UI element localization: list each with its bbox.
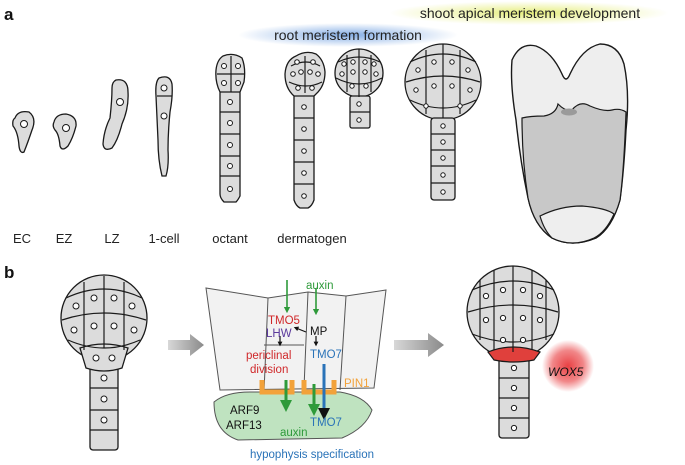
stage-octant-embryo <box>215 53 246 203</box>
label-auxin-top: auxin <box>306 280 334 292</box>
label-tmo7-top: TMO7 <box>310 349 342 361</box>
label-mp: MP <box>310 326 328 338</box>
wox5-glow <box>542 340 594 392</box>
stage-heart-embryo <box>510 43 629 244</box>
stage-ec-embryo <box>12 110 35 154</box>
stage-ez-embryo <box>52 113 77 150</box>
label-pin1: PIN1 <box>344 378 370 390</box>
stage-label-ec: EC <box>13 231 31 246</box>
stage-1cell-embryo <box>155 76 173 177</box>
panel-label-b: b <box>4 263 14 282</box>
left-transition-arrow <box>168 334 204 356</box>
stage-label-1cell: 1-cell <box>148 231 179 246</box>
label-periclinal: periclinal <box>246 350 291 362</box>
label-division: division <box>250 364 288 376</box>
stage-dermatogen-embryo <box>284 51 326 209</box>
label-hypophysis-specification: hypophysis specification <box>250 449 374 461</box>
panel-label-a: a <box>4 5 14 24</box>
stage-lz-embryo <box>102 79 129 150</box>
left-globular-embryo <box>60 274 148 451</box>
label-lhw: LHW <box>266 328 292 340</box>
root-banner-text: root meristem formation <box>274 27 422 43</box>
stage-label-dermatogen: dermatogen <box>277 231 346 246</box>
root-banner-glow <box>238 23 458 47</box>
label-arf9: ARF9 <box>230 405 259 417</box>
stage-transition-embryo <box>404 43 482 201</box>
stage-label-lz: LZ <box>104 231 119 246</box>
label-tmo7-bottom: TMO7 <box>310 417 342 429</box>
center-schematic <box>205 280 387 441</box>
shoot-banner-text: shoot apical meristem development <box>420 5 640 21</box>
stage-label-ez: EZ <box>56 231 73 246</box>
stage-globular-embryo <box>334 48 384 129</box>
label-tmo5: TMO5 <box>268 315 300 327</box>
hypophysis-derived-cell <box>487 346 541 363</box>
shoot-banner-glow <box>389 1 669 25</box>
label-wox5: WOX5 <box>548 365 584 379</box>
label-auxin-bottom: auxin <box>280 427 308 439</box>
right-embryo <box>466 265 594 439</box>
stage-label-octant: octant <box>212 231 248 246</box>
label-arf13: ARF13 <box>226 420 262 432</box>
right-transition-arrow <box>394 333 444 357</box>
